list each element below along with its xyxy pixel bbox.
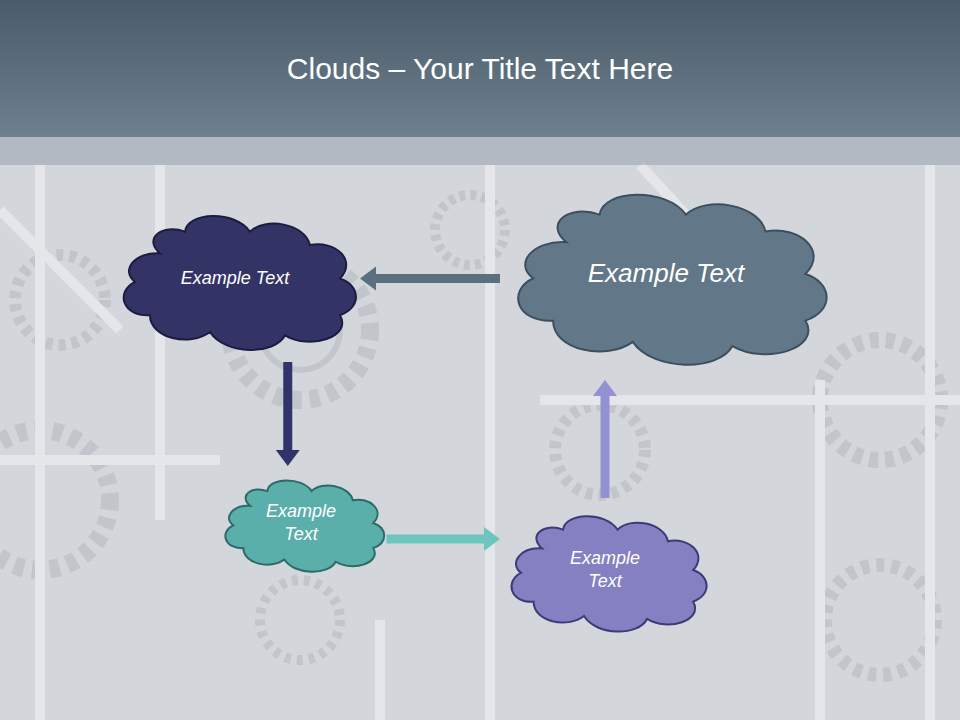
cloud-label: Example Text: [181, 267, 289, 290]
cloud-label: Example Text: [256, 500, 346, 547]
cloud-text-area: Example Text: [110, 195, 360, 362]
cloud-node: Example Text: [500, 498, 710, 642]
frame-bars: [0, 165, 960, 720]
cloud-node: Example Text: [216, 466, 387, 580]
arrow-head: [484, 527, 500, 551]
cloud-node: Example Text: [500, 168, 832, 380]
cloud-text-area: Example Text: [500, 168, 832, 380]
cloud-label: Example Text: [560, 547, 650, 594]
arrow-shaft: [376, 274, 500, 283]
cloud-outline: [124, 216, 356, 350]
cloud-text-area: Example Text: [500, 498, 710, 642]
cloud-text-area: Example Text: [216, 466, 387, 580]
arrow-head: [593, 380, 617, 396]
header-band: [0, 0, 960, 137]
cloud-node: Example Text: [110, 195, 360, 362]
cloud-outline: [225, 480, 384, 571]
gear-pattern: [0, 195, 940, 675]
cloud-shape: [216, 466, 387, 580]
cloud-label: Example Text: [588, 257, 745, 291]
arrow-head: [276, 450, 300, 466]
arrow-shaft: [601, 396, 610, 498]
block-arrow: [360, 267, 500, 291]
arrow-shaft: [283, 362, 292, 450]
arrow-shaft: [386, 535, 484, 544]
cloud-outline: [518, 195, 826, 365]
block-arrow: [276, 362, 300, 466]
header-shadow-band: [0, 137, 960, 165]
cloud-outline: [512, 516, 707, 631]
slide-title: Clouds – Your Title Text Here: [0, 52, 960, 86]
arrow-head: [360, 267, 376, 291]
block-arrow: [386, 527, 500, 551]
block-arrow: [593, 380, 617, 498]
cloud-shape: [500, 498, 710, 642]
